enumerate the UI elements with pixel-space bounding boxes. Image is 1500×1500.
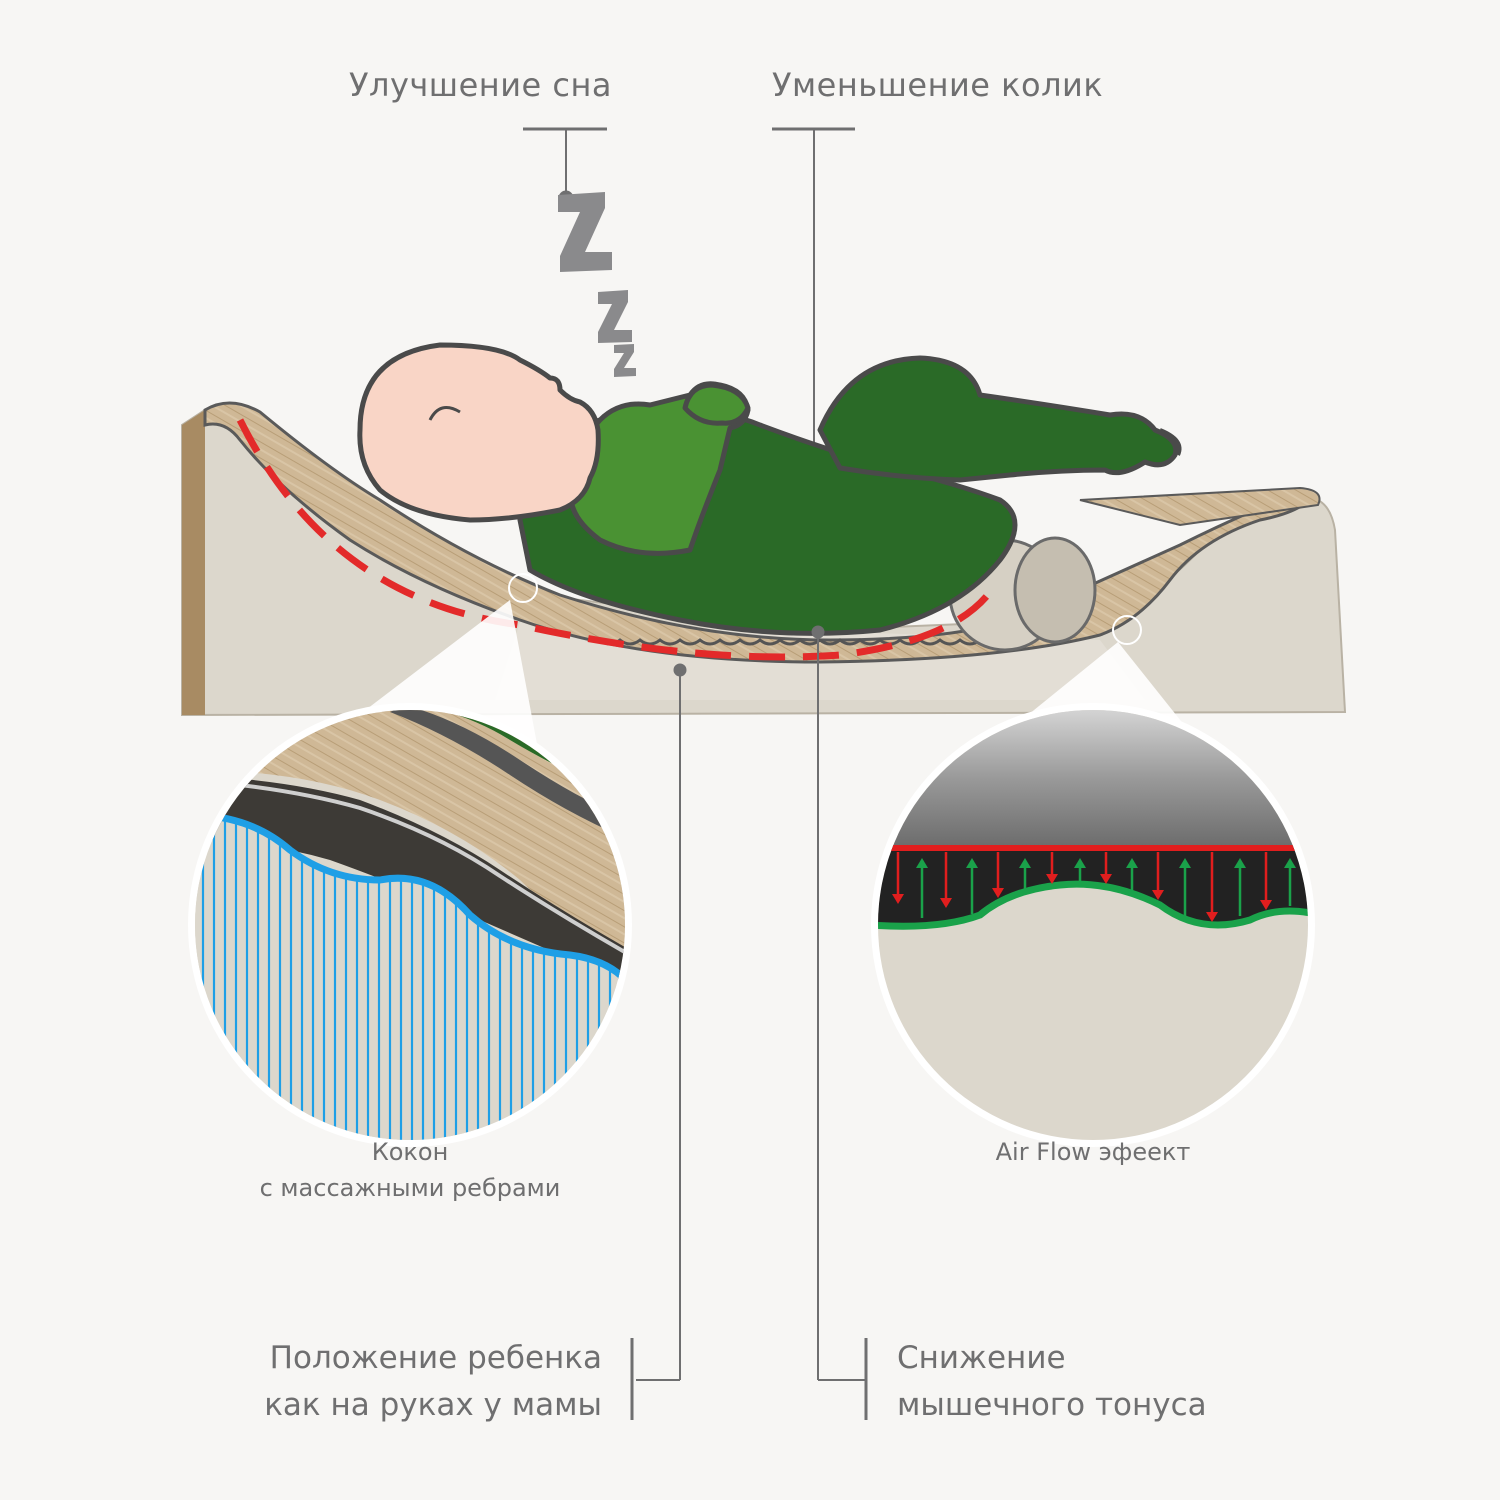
position-leader (630, 663, 687, 1420)
label-cocoon-line1: Кокон (371, 1138, 449, 1166)
label-muscle-tone: Снижение мышечного тонуса (897, 1335, 1207, 1429)
spine-curve (236, 418, 998, 661)
label-baby-position: Положение ребенка как на руках у мамы (264, 1335, 602, 1429)
label-airflow: Air Flow эфеект (995, 1138, 1191, 1166)
baby-leg (817, 355, 1179, 483)
label-position-line1: Положение ребенка (269, 1340, 602, 1376)
label-muscle-line1: Снижение (897, 1340, 1066, 1376)
pillow-cover (203, 401, 1313, 664)
airflow-detail (871, 703, 1315, 1147)
pillow-side (182, 410, 205, 715)
label-cocoon-line2: с массажными ребрами (259, 1174, 561, 1202)
baby-head (357, 342, 601, 523)
label-muscle-line2: мышечного тонуса (897, 1387, 1207, 1423)
baby (357, 342, 1182, 636)
label-sleep-improvement: Улучшение сна (349, 66, 612, 104)
label-position-line2: как на руках у мамы (264, 1387, 602, 1423)
label-cocoon: Кокон с массажными ребрами (210, 1134, 610, 1206)
muscle-leader (811, 625, 868, 1420)
label-colic-reduction: Уменьшение колик (772, 66, 1104, 104)
cocoon-detail (188, 703, 632, 1147)
zzz-icon (558, 192, 636, 377)
